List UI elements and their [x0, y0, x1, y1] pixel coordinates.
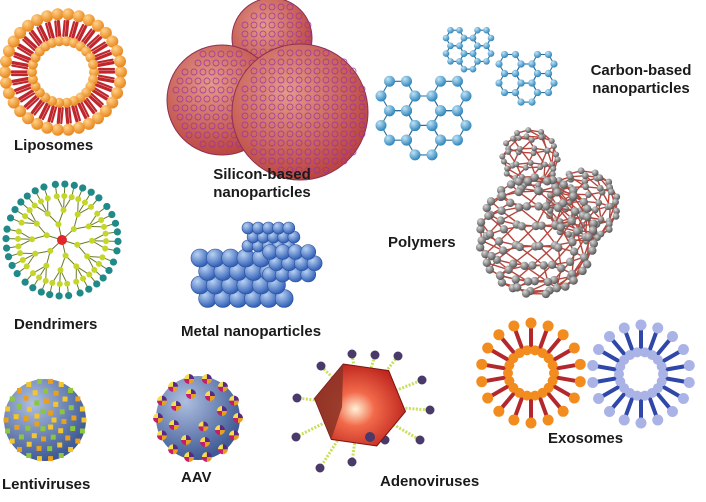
- label-silicon-based: Silicon-based nanoparticles: [196, 166, 328, 202]
- exosome-figure: [476, 318, 694, 429]
- liposome-figure: [0, 8, 127, 136]
- label-exosomes: Exosomes: [548, 430, 623, 448]
- adenovirus-figure: [292, 350, 435, 473]
- dendrimer-figure: [2, 180, 121, 299]
- label-liposomes: Liposomes: [14, 137, 93, 155]
- label-carbon-line2: nanoparticles: [582, 80, 700, 98]
- label-dendrimers: Dendrimers: [14, 316, 97, 334]
- silicon-nanoparticle-figure: [167, 0, 368, 180]
- label-lentiviruses: Lentiviruses: [2, 476, 90, 494]
- label-metal-nanoparticles: Metal nanoparticles: [181, 323, 321, 341]
- label-carbon-line1: Carbon-based: [582, 62, 700, 80]
- aav-figure: [153, 374, 243, 462]
- label-aav: AAV: [181, 469, 212, 487]
- label-silicon-line2: nanoparticles: [196, 184, 328, 202]
- lentivirus-figure: [4, 379, 87, 461]
- label-silicon-line1: Silicon-based: [196, 166, 328, 184]
- label-polymers: Polymers: [388, 234, 456, 252]
- metal-nanoparticle-figure: [191, 222, 322, 308]
- label-carbon-based: Carbon-based nanoparticles: [582, 62, 700, 98]
- label-adenoviruses: Adenoviruses: [380, 473, 479, 491]
- polymer-figure: [476, 127, 620, 298]
